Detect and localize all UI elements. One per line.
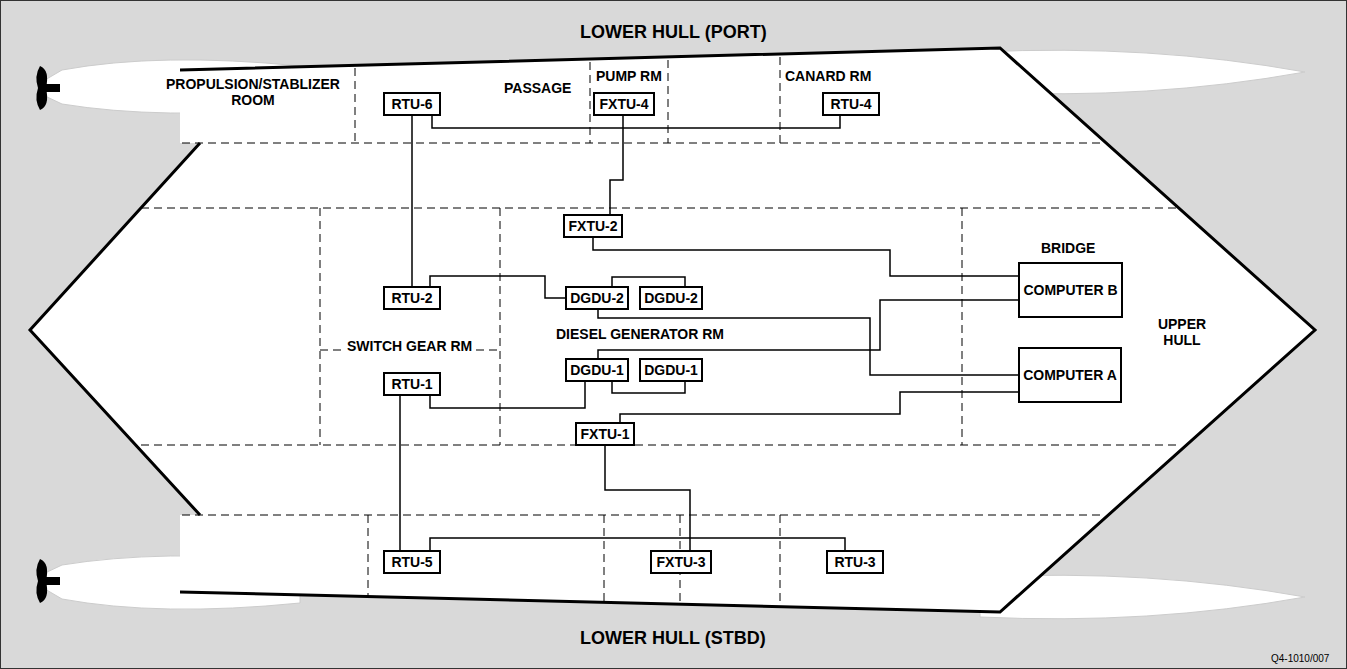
hull-title: LOWER HULL (STBD) [580,628,766,648]
unit-label: RTU-5 [391,554,432,570]
unit-label: DGDU-1 [570,362,624,378]
data-link [610,116,623,214]
room-label: BRIDGE [1041,240,1095,256]
data-link [612,382,685,393]
figure-number: Q4-1010/007 [1271,653,1329,665]
unit-label: RTU-2 [391,290,432,306]
data-link [399,396,401,550]
unit-label: DGDU-1 [644,362,698,378]
unit-box: DGDU-1 [639,358,703,382]
unit-label: COMPUTER B [1023,282,1117,298]
unit-box: RTU-3 [826,550,884,574]
room-label: DIESEL GENERATOR RM [556,326,724,342]
computer-box: COMPUTER A [1018,347,1122,403]
unit-box: DGDU-2 [565,286,629,310]
room-label: SWITCH GEAR RM [345,338,474,354]
data-link [593,238,1018,276]
room-label: PUMP RM [596,68,662,84]
data-link [430,276,565,298]
unit-box: RTU-6 [383,92,441,116]
data-link [612,277,685,286]
room-label: UPPER HULL [1151,316,1213,348]
unit-label: DGDU-2 [570,290,624,306]
computer-box: COMPUTER B [1018,262,1123,318]
data-link [620,392,1018,422]
unit-box: RTU-1 [383,372,441,396]
data-link [432,116,840,128]
unit-box: RTU-2 [383,286,441,310]
room-label: PASSAGE [504,80,571,96]
room-label: PROPULSION/STABLIZER ROOM [158,76,348,108]
unit-box: FXTU-2 [563,214,623,238]
unit-label: FXTU-2 [569,218,618,234]
unit-label: DGDU-2 [644,290,698,306]
unit-box: FXTU-4 [593,92,655,116]
unit-box: RTU-5 [383,550,441,574]
unit-box: DGDU-2 [639,286,703,310]
data-link [430,538,845,550]
unit-box: FXTU-1 [575,422,635,446]
unit-label: FXTU-1 [581,426,630,442]
unit-label: COMPUTER A [1023,367,1117,383]
unit-label: FXTU-4 [600,96,649,112]
unit-label: RTU-1 [391,376,432,392]
unit-box: FXTU-3 [650,550,712,574]
data-link [605,446,690,550]
unit-label: FXTU-3 [657,554,706,570]
hull-title: LOWER HULL (PORT) [580,22,767,42]
data-link [430,382,585,408]
unit-label: RTU-3 [834,554,875,570]
data-link [411,116,413,286]
unit-box: DGDU-1 [565,358,629,382]
unit-label: RTU-4 [830,96,871,112]
unit-label: RTU-6 [391,96,432,112]
unit-box: RTU-4 [822,92,880,116]
room-label: CANARD RM [785,68,871,84]
